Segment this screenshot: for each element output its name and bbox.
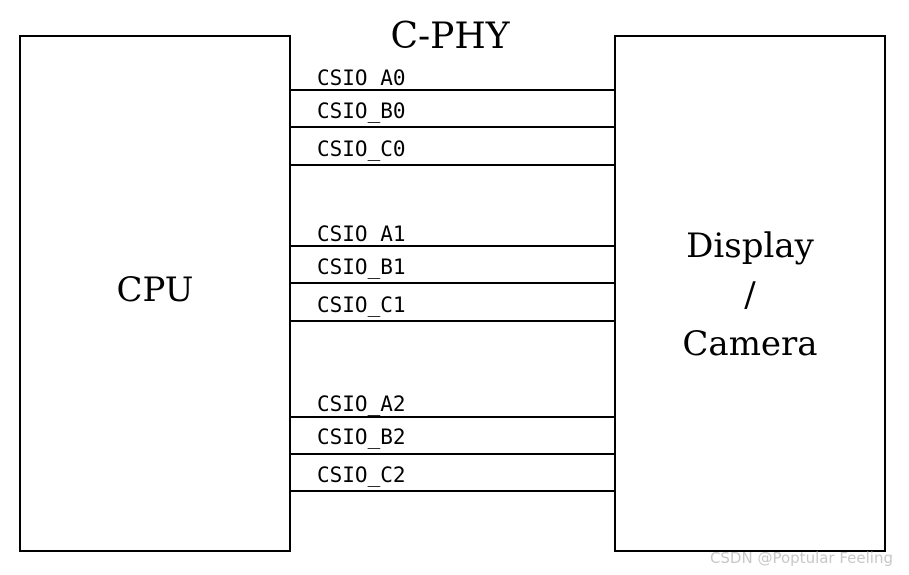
device-label: Display / Camera [615, 222, 885, 369]
cpu-label: CPU [116, 270, 194, 310]
signal-label-c2: CSIO_C2 [317, 463, 406, 487]
cpu-box [19, 35, 291, 552]
device-label-line2: / [744, 275, 756, 315]
bus-title: C-PHY [390, 16, 510, 57]
signal-label-b1: CSIO_B1 [317, 255, 406, 279]
signal-label-a0: CSIO_A0 [317, 66, 406, 90]
signal-label-c1: CSIO_C1 [317, 293, 406, 317]
watermark: CSDN @Poptular Feeling [709, 549, 893, 567]
device-label-line1: Display [686, 226, 814, 266]
signal-label-b2: CSIO_B2 [317, 425, 406, 449]
signal-label-a2: CSIO_A2 [317, 392, 406, 416]
signal-label-a1: CSIO_A1 [317, 222, 406, 246]
signal-label-b0: CSIO_B0 [317, 99, 406, 123]
device-box [614, 35, 886, 552]
device-label-line3: Camera [682, 324, 818, 364]
signal-label-c0: CSIO_C0 [317, 137, 406, 161]
